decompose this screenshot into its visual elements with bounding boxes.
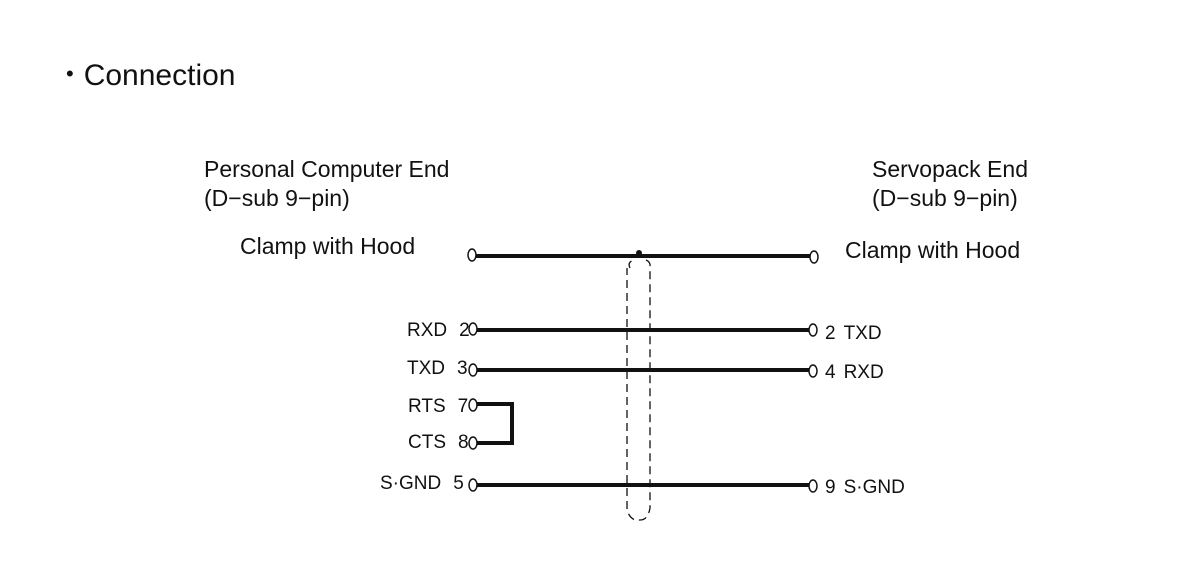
pc-pin-terminal	[468, 436, 478, 450]
servopack-end-connector-type: (D−sub 9−pin)	[872, 185, 1018, 211]
heading-title: Connection	[83, 59, 236, 92]
pc-end-title: Personal Computer End	[204, 156, 450, 182]
pc-end-header: Personal Computer End (D−sub 9−pin)	[204, 155, 449, 213]
servopack-end-title: Servopack End	[872, 156, 1028, 182]
servopack-pin-terminal	[808, 364, 818, 378]
pc-pin-terminal	[468, 398, 478, 412]
shield-connection	[467, 248, 819, 264]
shield-junction-dot	[636, 250, 642, 256]
servopack-end-header: Servopack End (D−sub 9−pin)	[872, 155, 1028, 213]
servopack-clamp-terminal	[809, 250, 819, 264]
pc-pin-terminal	[468, 363, 478, 377]
servopack-pin-terminal	[808, 323, 818, 337]
section-heading: • Connection	[66, 56, 235, 94]
pc-pin-terminal	[468, 322, 478, 336]
servopack-pin-terminal	[808, 479, 818, 493]
cable-shield-outline	[626, 259, 651, 521]
servopack-clamp-label: Clamp with Hood	[845, 237, 1021, 263]
pc-end-connector-type: (D−sub 9−pin)	[204, 185, 350, 211]
pc-clamp-terminal	[467, 248, 477, 262]
loopback-wire	[477, 402, 514, 445]
bullet: •	[66, 61, 74, 86]
pc-pin-terminal	[468, 478, 478, 492]
pc-clamp-label: Clamp with Hood	[240, 233, 416, 259]
